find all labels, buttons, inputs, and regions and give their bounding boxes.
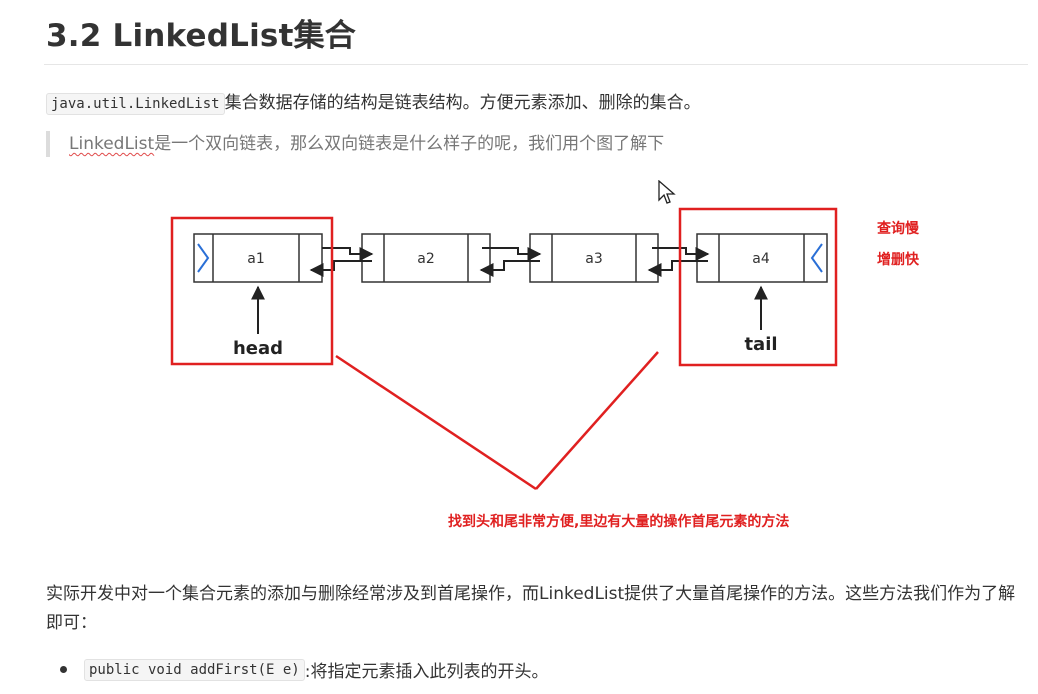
head-label: head	[233, 338, 283, 359]
node-a4: a4	[696, 233, 828, 283]
intro-text: 集合数据存储的结构是链表结构。方便元素添加、删除的集合。	[224, 93, 701, 113]
linked-list-diagram: a1 a2 a3 a4 head tail 查询慢	[170, 207, 920, 530]
node-a1-label: a1	[247, 251, 265, 267]
node-a2: a2	[361, 233, 491, 283]
tail-label: tail	[744, 334, 777, 355]
node-links	[309, 247, 710, 277]
annotation-line-right	[535, 351, 659, 490]
tail-next-pointer-icon	[810, 243, 823, 273]
note-modify-fast: 增删快	[877, 251, 920, 268]
annotation-text: 找到头和尾非常方便,里边有大量的操作首尾元素的方法	[448, 513, 789, 530]
mouse-cursor-icon	[658, 180, 676, 204]
method-description: :将指定元素插入此列表的开头。	[304, 662, 549, 682]
intro-code: java.util.LinkedList	[46, 93, 225, 115]
next-arrow-a3-a4	[652, 247, 710, 261]
annotation-line-left	[335, 354, 537, 491]
note-query-slow: 查询慢	[877, 220, 920, 237]
quote-text: 是一个双向链表，那么双向链表是什么样子的呢，我们用个图了解下	[154, 134, 665, 154]
head-highlight-box	[170, 216, 334, 366]
node-a4-label: a4	[752, 251, 770, 267]
tail-highlight-box	[678, 207, 838, 367]
node-a3-label: a3	[585, 251, 603, 267]
quote-linkedlist: LinkedList	[69, 134, 155, 154]
list-item: public void addFirst(E e):将指定元素插入此列表的开头。	[60, 657, 548, 682]
bullet-icon	[60, 666, 67, 673]
blockquote: LinkedList是一个双向链表，那么双向链表是什么样子的呢，我们用个图了解下	[46, 131, 664, 157]
title-divider	[44, 64, 1028, 65]
next-arrow-a2-a3	[482, 247, 542, 261]
node-a3: a3	[529, 233, 659, 283]
next-arrow-a1-a2	[322, 247, 374, 261]
prev-arrow-a4-a3	[647, 260, 708, 277]
prev-arrow-a3-a2	[479, 260, 540, 277]
method-code: public void addFirst(E e)	[84, 658, 305, 681]
node-a2-label: a2	[417, 251, 435, 267]
node-a1: a1	[193, 233, 323, 283]
page-title: 3.2 LinkedList集合	[46, 18, 357, 54]
head-prev-pointer-icon	[197, 243, 210, 273]
description-paragraph: 实际开发中对一个集合元素的添加与删除经常涉及到首尾操作，而LinkedList提…	[46, 584, 1016, 633]
prev-arrow-a2-a1	[309, 260, 372, 277]
